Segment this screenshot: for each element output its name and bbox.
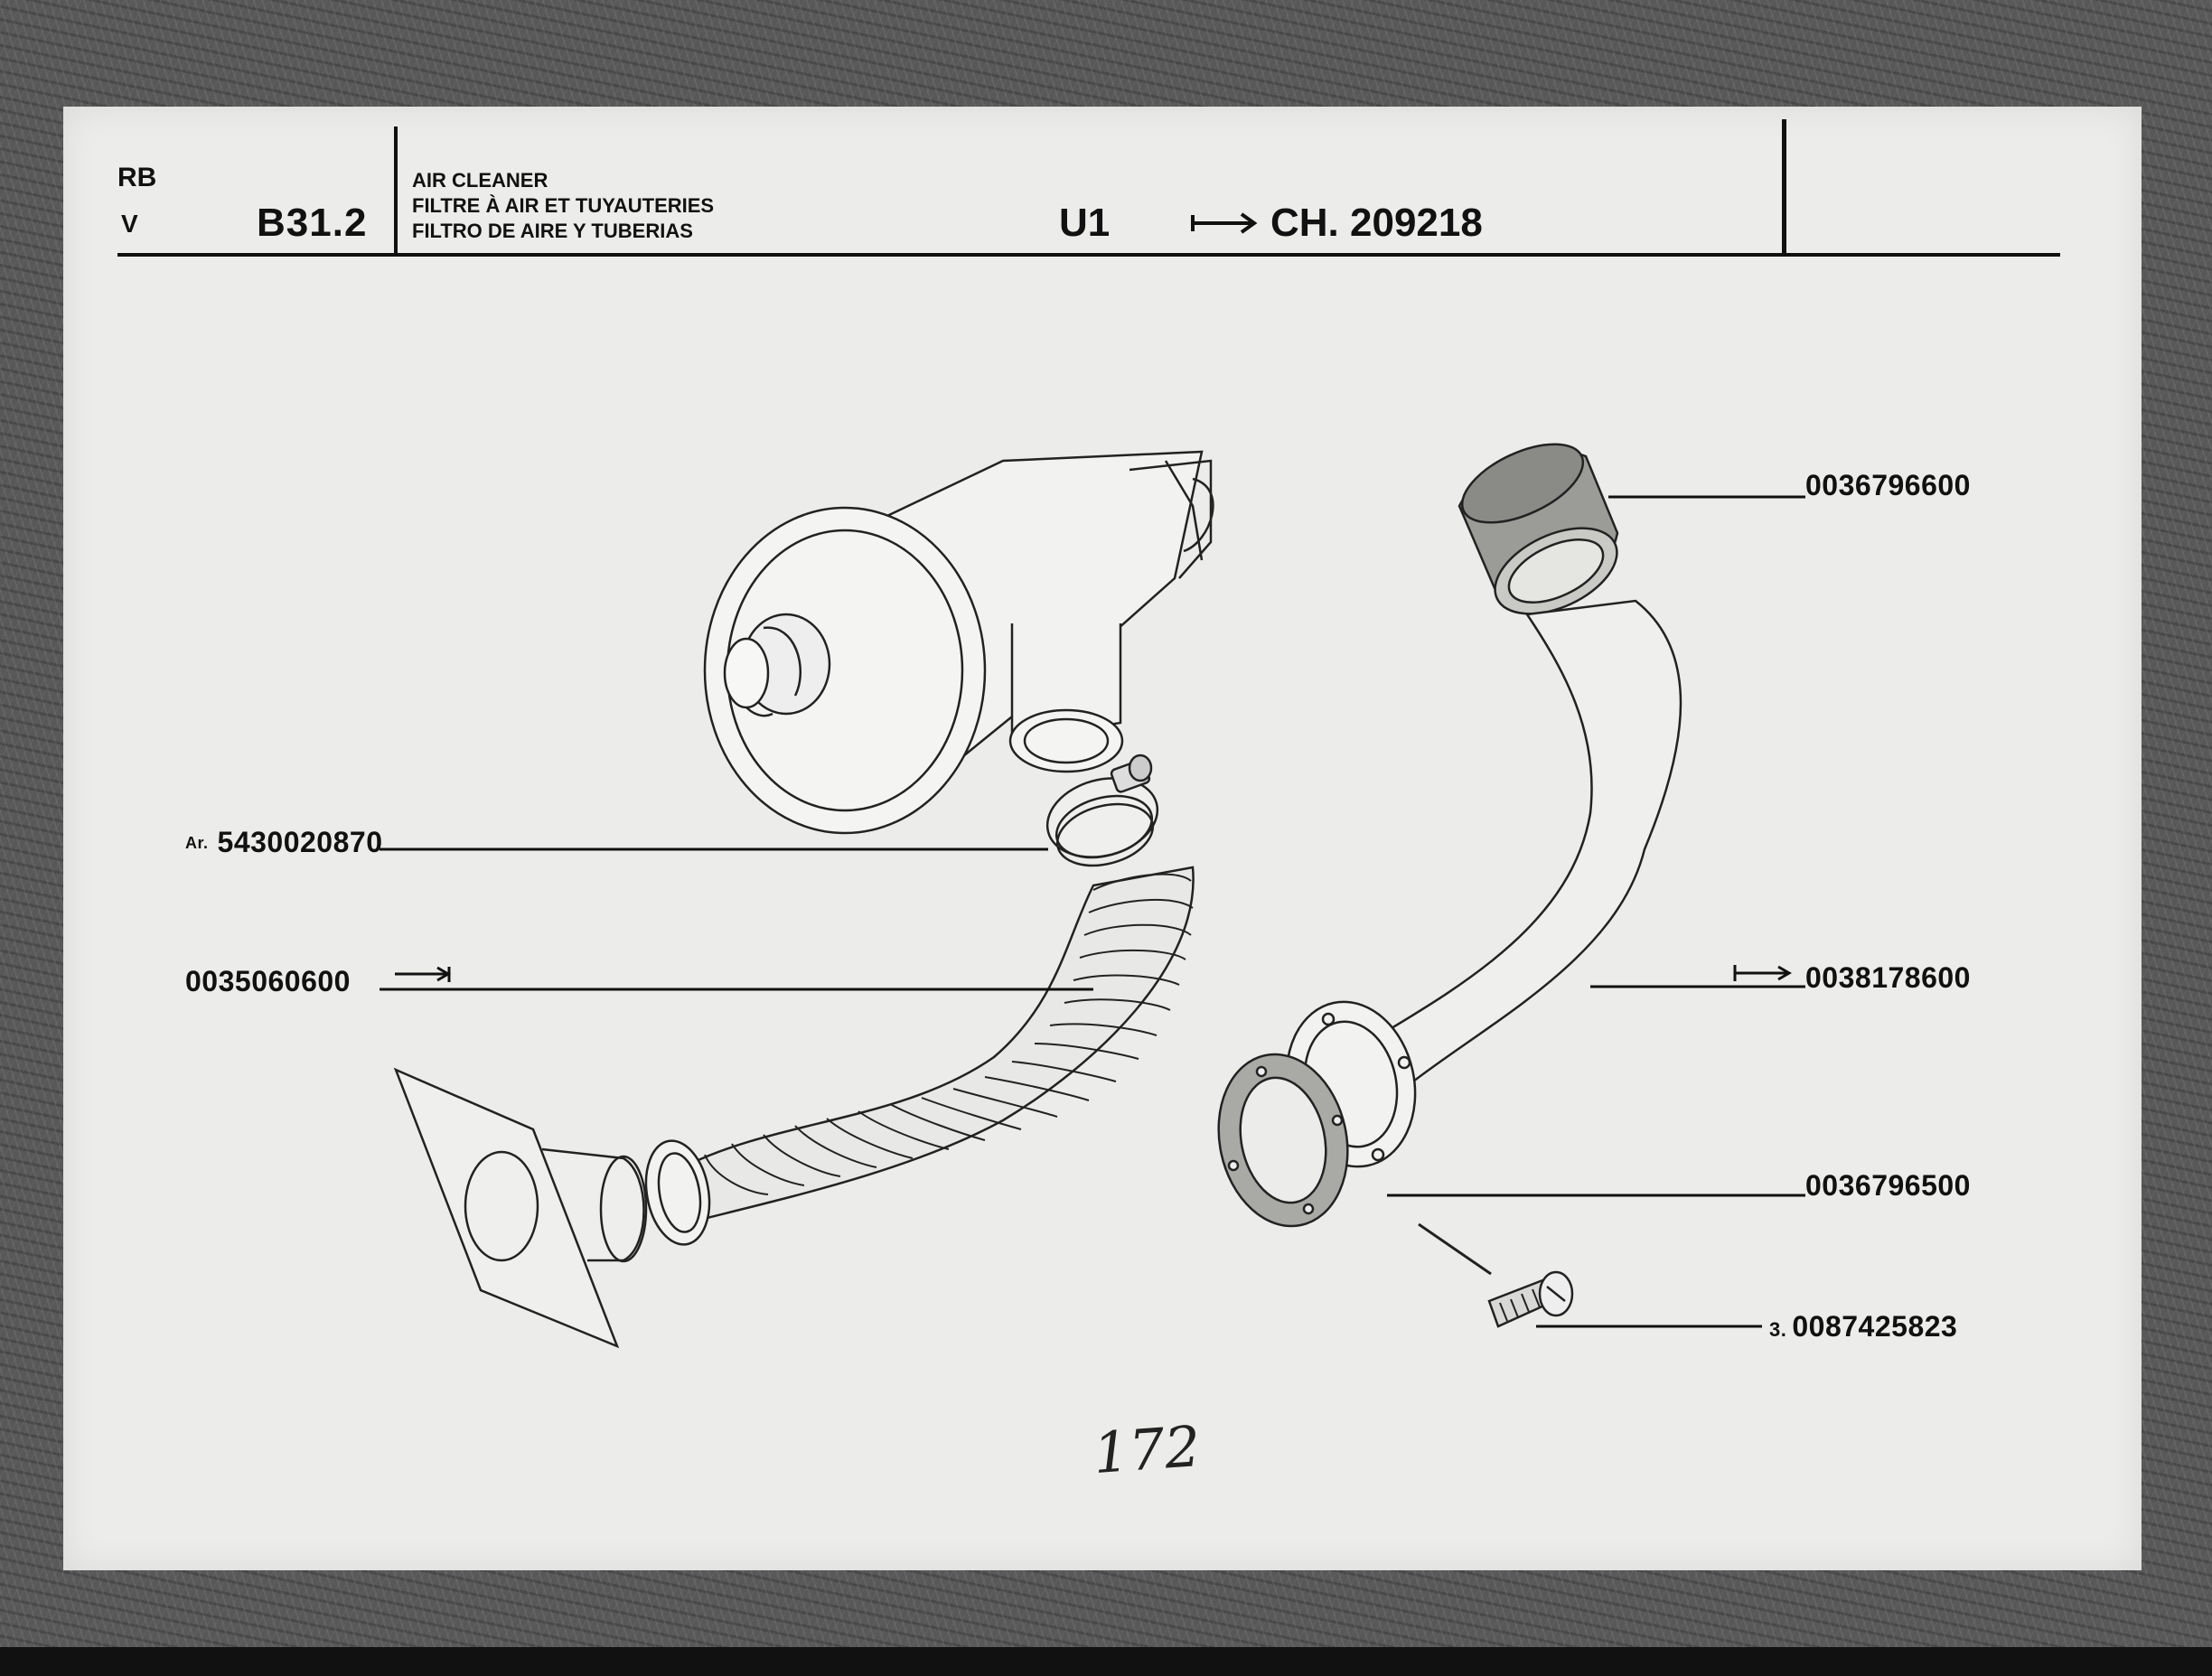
from-arrow-icon xyxy=(1191,212,1258,234)
title-french: FILTRE À AIR ET TUYAUTERIES xyxy=(412,194,715,217)
part-number-clamp: Ar. 5430020870 xyxy=(185,826,382,859)
title-english: AIR CLEANER xyxy=(412,169,548,192)
part-number-screw: 3.0087425823 xyxy=(1769,1310,1957,1344)
part-number-gasket: 0036796500 xyxy=(1805,1169,1971,1203)
part-number-pipe: 0038178600 xyxy=(1805,961,1971,995)
flange-gasket xyxy=(1217,1053,1349,1228)
title-spanish: FILTRO DE AIRE Y TUBERIAS xyxy=(412,220,693,242)
part-prefix: Ar. xyxy=(185,834,209,852)
header-divider-right xyxy=(1782,119,1786,255)
scan-bottom-edge xyxy=(0,1647,2212,1676)
rubber-sleeve xyxy=(1457,443,1619,615)
part-number: 0036796500 xyxy=(1805,1169,1971,1202)
part-number-sleeve: 0036796600 xyxy=(1805,469,1971,502)
part-number: 0035060600 xyxy=(185,965,351,997)
section-code: B31.2 xyxy=(257,201,368,245)
series-top: RB xyxy=(117,163,157,192)
validity-arrow-icon xyxy=(1733,965,1792,981)
air-cleaner-housing xyxy=(703,450,1214,835)
part-number: 5430020870 xyxy=(217,826,383,858)
part-number: 0036796600 xyxy=(1805,469,1971,501)
chassis-number: CH. 209218 xyxy=(1270,201,1483,245)
part-number-hose: 0035060600 xyxy=(185,965,351,998)
header-rule xyxy=(117,253,2060,257)
series-bottom: V xyxy=(121,210,138,238)
header-divider-left xyxy=(394,126,398,255)
part-prefix: 3. xyxy=(1769,1318,1787,1341)
validity-arrow-icon xyxy=(395,966,451,982)
intake-pipe xyxy=(1361,599,1682,1090)
section-titles: AIR CLEANER FILTRE À AIR ET TUYAUTERIES … xyxy=(412,168,714,244)
mounting-plate xyxy=(393,1067,648,1349)
part-number: 0087425823 xyxy=(1792,1310,1958,1343)
cover-knob xyxy=(723,613,831,717)
corrugated-hose xyxy=(644,866,1195,1246)
flange-screw xyxy=(1418,1222,1574,1328)
part-number: 0038178600 xyxy=(1805,961,1971,994)
hose-clamp xyxy=(1045,754,1159,867)
handwritten-page-number: 172 xyxy=(1091,1412,1203,1487)
model-code: U1 xyxy=(1059,201,1111,245)
